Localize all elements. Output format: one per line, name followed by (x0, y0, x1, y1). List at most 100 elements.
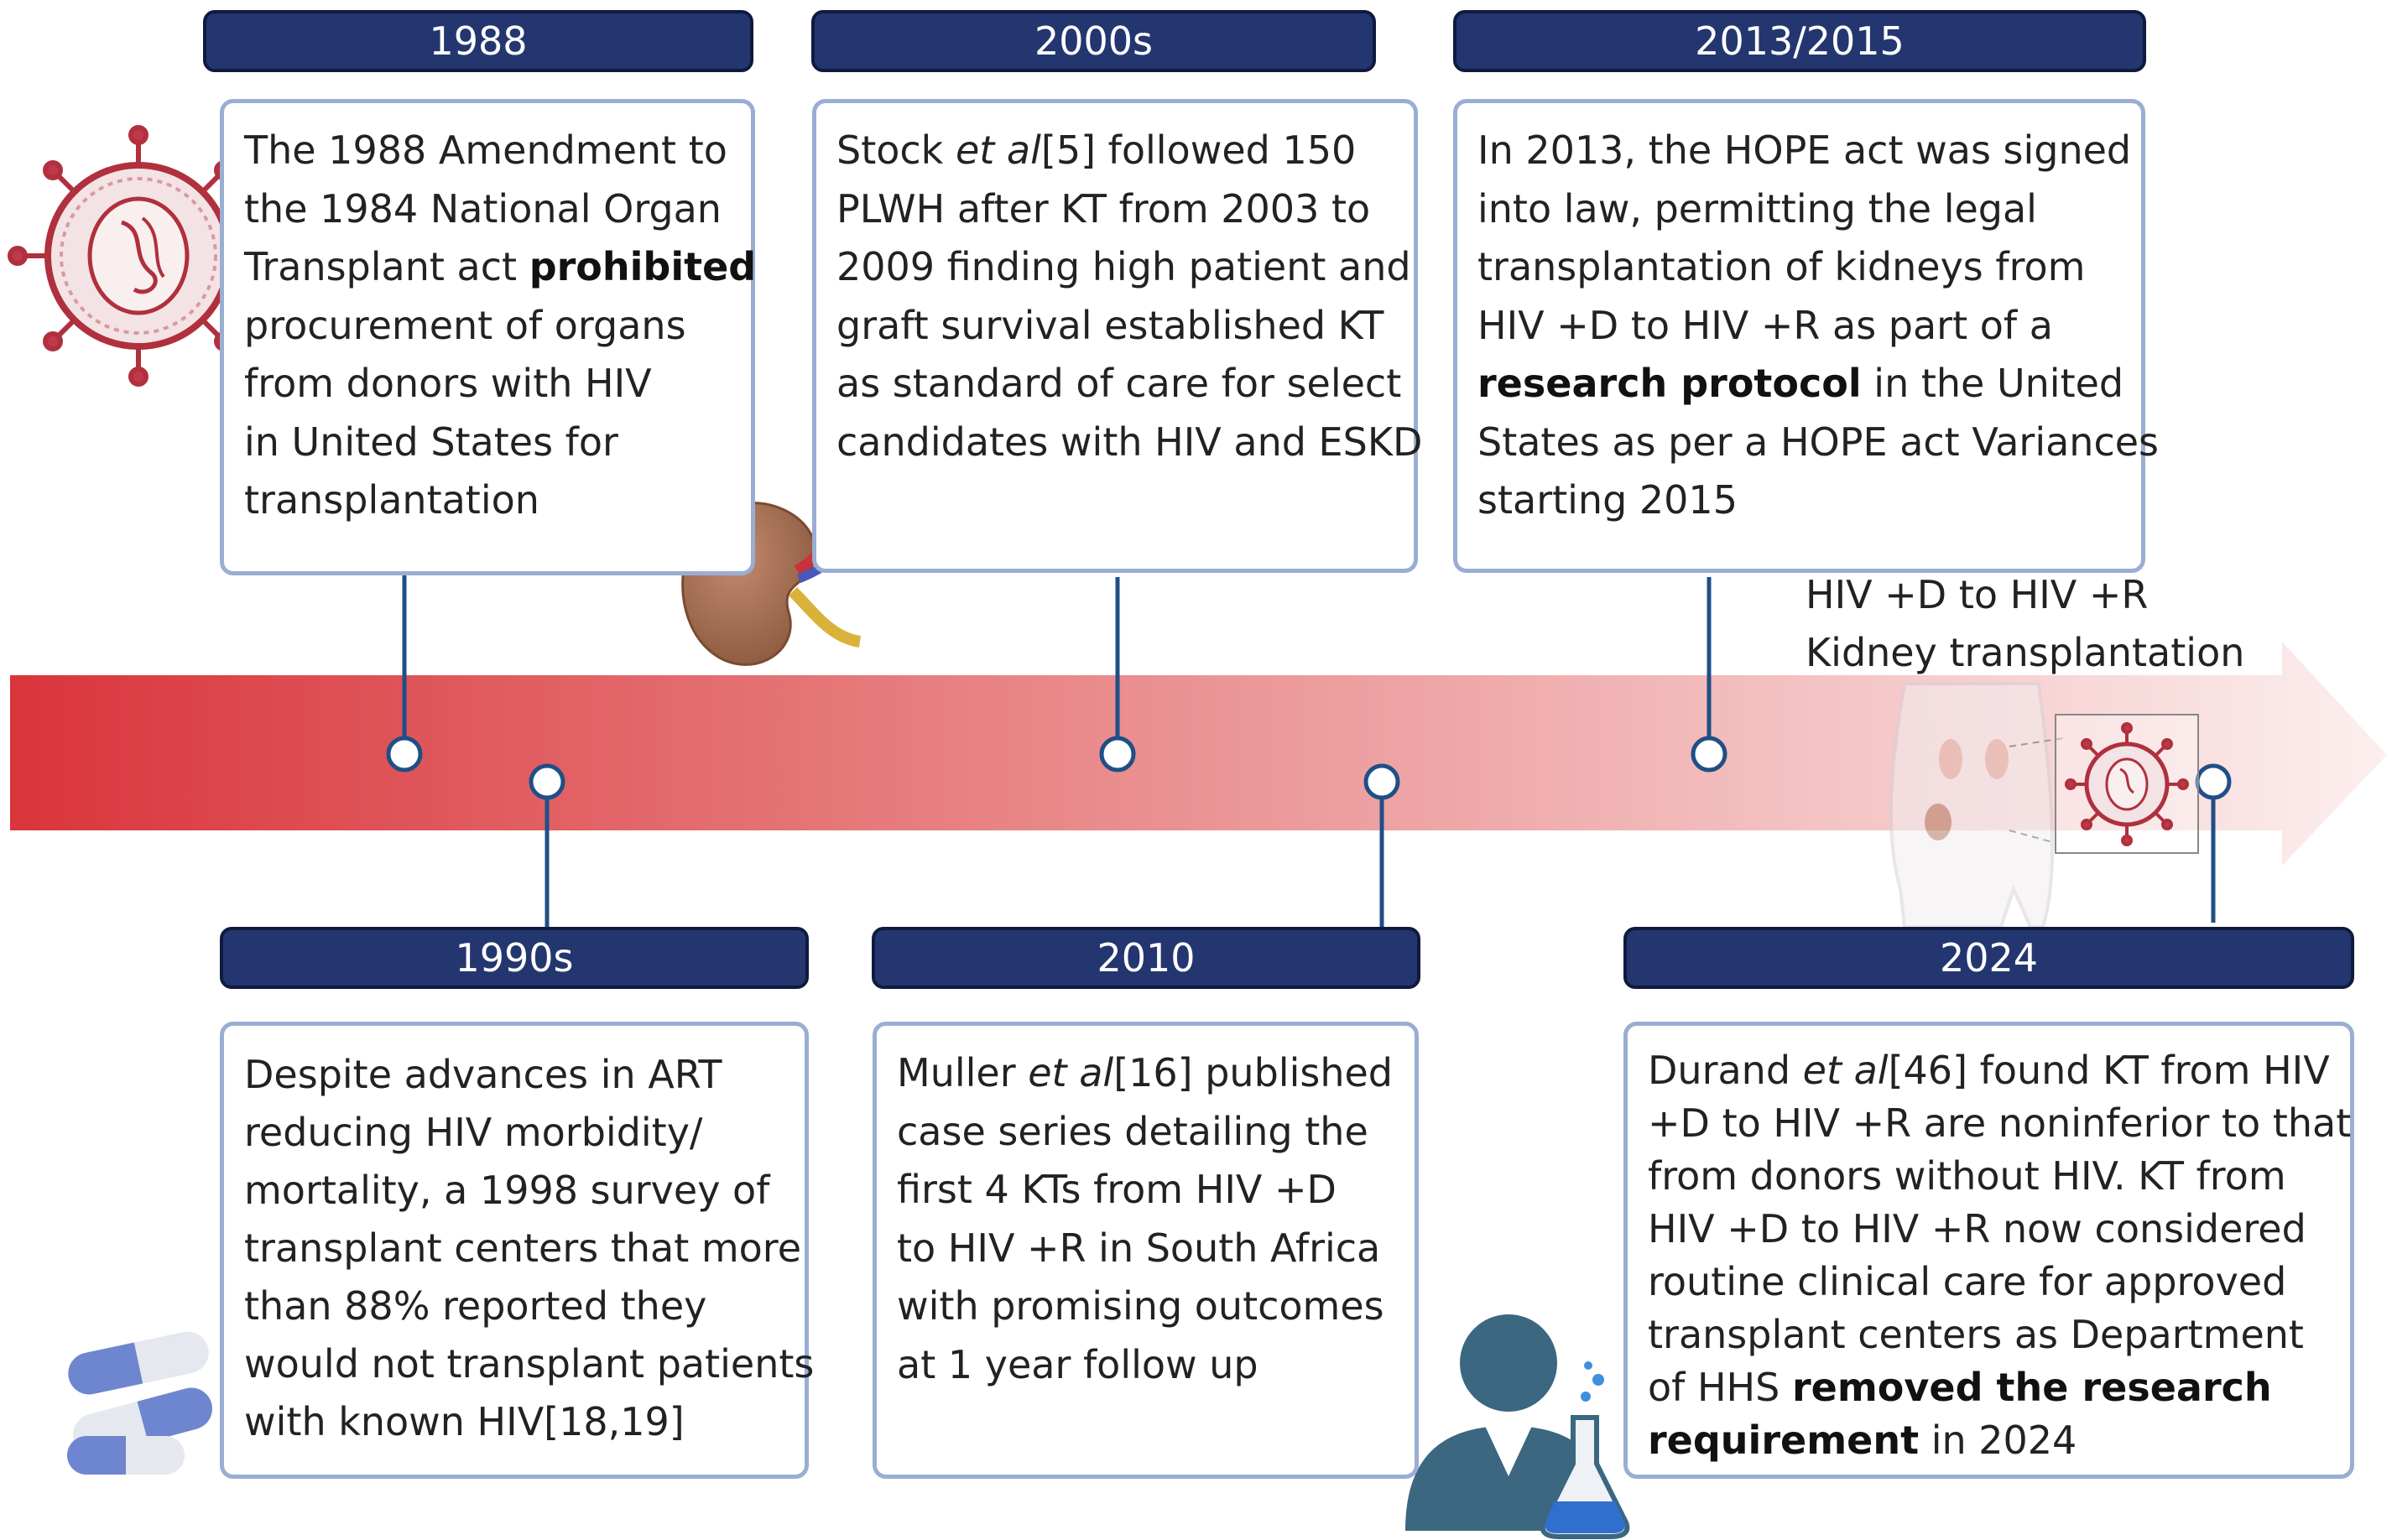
event-text-line: in United States for (244, 414, 732, 472)
text-run: Stock (836, 127, 956, 173)
text-run: [46] found KT from HIV (1888, 1048, 2330, 1093)
text-run: than 88% reported they (244, 1283, 707, 1329)
text-run: with known HIV[18,19] (244, 1399, 685, 1444)
connector-2010 (1363, 763, 1400, 927)
event-text-line: transplant centers as Department (1648, 1308, 2332, 1361)
emphasis-text: removed the research (1791, 1365, 2272, 1410)
year-header-2010: 2010 (872, 927, 1420, 989)
text-run: +D to HIV +R are noninferior to that (1648, 1100, 2352, 1146)
text-run: Muller (897, 1050, 1029, 1095)
text-run: at 1 year follow up (897, 1341, 1258, 1387)
caption-line-1: HIV +D to HIV +R (1806, 572, 2149, 617)
text-run: from donors without HIV. KT from (1648, 1153, 2286, 1199)
text-run: transplant centers that more (244, 1225, 802, 1271)
event-text-line: graft survival established KT (836, 297, 1395, 356)
text-run: States as per a HOPE act Variances (1477, 419, 2160, 465)
event-box-2024: Durand et al[46] found KT from HIV+D to … (1623, 1022, 2354, 1479)
text-run: HIV +D to HIV +R now considered (1648, 1206, 2306, 1251)
event-text-line: Despite advances in ART (244, 1046, 786, 1104)
event-text-line: to HIV +R in South Africa (897, 1220, 1396, 1278)
event-text-line: routine clinical care for approved (1648, 1256, 2332, 1308)
event-text-line: PLWH after KT from 2003 to (836, 180, 1395, 239)
text-run: the 1984 National Organ (244, 185, 722, 232)
year-header-2024: 2024 (1623, 927, 2354, 989)
event-text-line: 2009 finding high patient and (836, 238, 1411, 297)
virus-icon (2055, 714, 2199, 854)
connector-2000s (1099, 577, 1136, 773)
caption-line-2: Kidney transplantation (1806, 630, 2245, 675)
event-text-line: of HHS removed the research (1648, 1361, 2332, 1414)
event-text-line: with promising outcomes (897, 1277, 1396, 1336)
connector-1988 (386, 575, 423, 773)
text-run: as standard of care for select (836, 361, 1402, 406)
illustration-caption: HIV +D to HIV +R Kidney transplantation (1806, 566, 2244, 682)
event-text-line: mortality, a 1998 survey of (244, 1162, 786, 1220)
text-run: The 1988 Amendment to (244, 127, 727, 173)
event-text-line: first 4 KTs from HIV +D (897, 1161, 1396, 1220)
text-run: into law, permitting the legal (1477, 185, 2037, 232)
text-run: starting 2015 (1477, 477, 1738, 523)
citation-etal: et al (1802, 1048, 1889, 1093)
connector-2024 (2195, 763, 2232, 923)
year-header-1990s: 1990s (220, 927, 809, 989)
text-run: would not transplant patients (244, 1341, 815, 1387)
year-header-2013-2015: 2013/2015 (1453, 10, 2146, 72)
event-box-2010: Muller et al[16] published case series de… (873, 1022, 1419, 1479)
event-text-line: research protocol in the United (1477, 355, 2123, 414)
event-text-line: HIV +D to HIV +R now considered (1648, 1203, 2332, 1256)
event-text-line: requirement in 2024 (1648, 1414, 2332, 1467)
event-text-line: starting 2015 (1477, 471, 2123, 530)
text-run: routine clinical care for approved (1648, 1259, 2287, 1304)
event-text-line: transplant centers that more (244, 1220, 801, 1277)
event-text-line: In 2013, the HOPE act was signed (1477, 122, 2131, 180)
event-text-line: would not transplant patients (244, 1335, 814, 1393)
event-text-line: procurement of organs (244, 297, 732, 356)
text-run: graft survival established KT (836, 302, 1384, 348)
event-text-line: candidates with HIV and ESKD (836, 414, 1422, 472)
text-run: in United States for (244, 419, 618, 465)
event-text-line: from donors without HIV. KT from (1648, 1150, 2332, 1203)
text-run: transplantation (244, 477, 539, 523)
event-text-line: transplantation (244, 471, 732, 530)
event-text-line: the 1984 National Organ (244, 180, 732, 239)
event-text-line: into law, permitting the legal (1477, 180, 2123, 239)
text-run: in 2024 (1919, 1418, 2077, 1463)
event-text-line: Transplant act prohibited (244, 238, 756, 297)
connector-2013 (1691, 577, 1727, 773)
torso-icon (1889, 682, 2065, 929)
emphasis-text: research protocol (1477, 361, 1862, 406)
event-text-line: at 1 year follow up (897, 1336, 1396, 1395)
year-header-1988: 1988 (203, 10, 753, 72)
event-box-2013-2015: In 2013, the HOPE act was signed into law… (1453, 99, 2159, 573)
text-run: of HHS (1648, 1365, 1792, 1410)
text-run: with promising outcomes (897, 1283, 1384, 1329)
text-run: transplantation of kidneys from (1477, 244, 2086, 289)
text-run: first 4 KTs from HIV +D (897, 1167, 1337, 1212)
text-run: mortality, a 1998 survey of (244, 1168, 770, 1213)
text-run: case series detailing the (897, 1108, 1368, 1154)
event-box-1990s: Despite advances in ART reducing HIV morb… (220, 1022, 814, 1479)
event-text-line: reducing HIV morbidity/ (244, 1104, 786, 1162)
event-text-line: case series detailing the (897, 1103, 1396, 1162)
event-text-line: +D to HIV +R are noninferior to that (1648, 1097, 2351, 1150)
text-run: in the United (1861, 361, 2124, 406)
citation-etal: et al (1028, 1050, 1114, 1095)
pills-icon (67, 1331, 212, 1475)
event-text-line: HIV +D to HIV +R as part of a (1477, 297, 2123, 356)
text-run: transplant centers as Department (1648, 1312, 2304, 1357)
text-run: from donors with HIV (244, 361, 652, 406)
event-text-line: Durand et al[46] found KT from HIV (1648, 1044, 2332, 1097)
text-run: Durand (1648, 1048, 1803, 1093)
text-run: [16] published (1113, 1050, 1393, 1095)
event-text-line: Muller et al[16] published (897, 1044, 1396, 1103)
text-run: HIV +D to HIV +R as part of a (1477, 302, 2053, 348)
event-text-line: States as per a HOPE act Variances (1477, 414, 2159, 472)
text-run: Despite advances in ART (244, 1052, 722, 1097)
event-text-line: than 88% reported they (244, 1277, 786, 1335)
text-run: to HIV +R in South Africa (897, 1225, 1381, 1271)
text-run: 2009 finding high patient and (836, 244, 1411, 289)
event-text-line: as standard of care for select (836, 355, 1401, 414)
event-text-line: with known HIV[18,19] (244, 1393, 786, 1451)
